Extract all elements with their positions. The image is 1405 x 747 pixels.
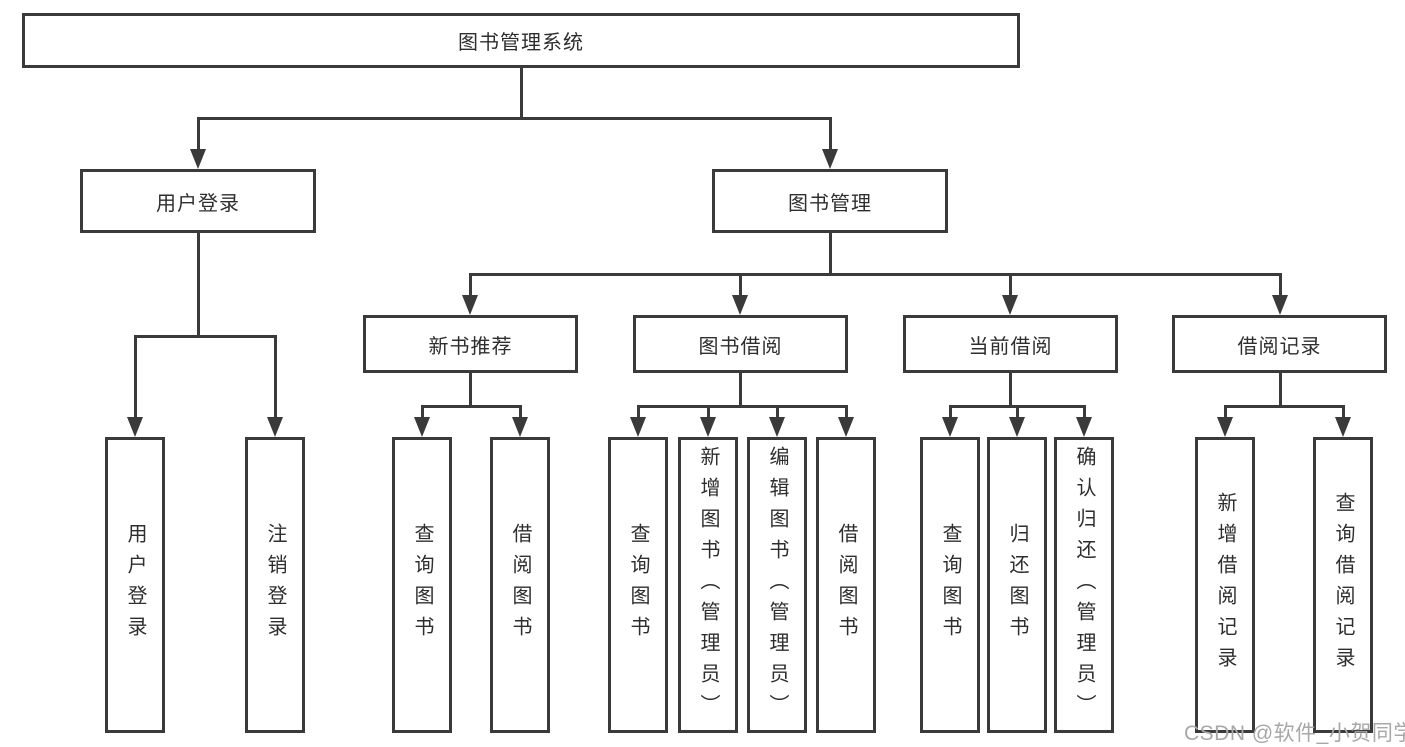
arrow-down-icon bbox=[267, 417, 283, 437]
node-label: 图书借阅 bbox=[698, 335, 783, 358]
connector-bar-borrowing-records-children bbox=[1223, 404, 1345, 408]
node-leaf-confirm-return-admin: 确认归还（管理员） bbox=[1054, 437, 1114, 733]
node-label: 查询图书 bbox=[411, 523, 433, 647]
node-leaf-borrow-books: 借阅图书 bbox=[816, 437, 876, 733]
node-label: 图书管理 bbox=[788, 192, 872, 215]
arrow-down-icon bbox=[1009, 417, 1025, 437]
connector-drop-book-management-children bbox=[468, 274, 472, 297]
connector-drop-book-borrowing-children bbox=[706, 406, 710, 419]
node-label: 新增借阅记录 bbox=[1214, 492, 1236, 678]
connector-bar-root-to-level2 bbox=[196, 116, 832, 120]
connector-drop-borrowing-records-children bbox=[1223, 406, 1227, 419]
connector-drop-book-borrowing-children bbox=[636, 406, 640, 419]
arrow-down-icon bbox=[462, 295, 478, 315]
connector-drop-root-to-level2 bbox=[196, 118, 200, 151]
connector-drop-borrowing-records-children bbox=[1341, 406, 1345, 419]
node-leaf-return-books: 归还图书 bbox=[987, 437, 1047, 733]
node-label: 借阅图书 bbox=[509, 523, 531, 647]
node-label: 借阅记录 bbox=[1237, 335, 1322, 358]
node-leaf-borrow-books-recommend: 借阅图书 bbox=[490, 437, 550, 733]
node-leaf-add-borrow-record: 新增借阅记录 bbox=[1195, 437, 1255, 733]
connector-drop-root-to-level2 bbox=[828, 118, 832, 151]
connector-stem-current-borrowing-children bbox=[1008, 373, 1012, 406]
node-label: 查询图书 bbox=[627, 523, 649, 647]
arrow-down-icon bbox=[1335, 417, 1351, 437]
connector-drop-book-management-children bbox=[1008, 274, 1012, 297]
connector-drop-user-login-children bbox=[273, 336, 277, 419]
connector-drop-current-borrowing-children bbox=[1015, 406, 1019, 419]
connector-drop-user-login-children bbox=[133, 336, 137, 419]
node-book-management: 图书管理 bbox=[712, 169, 948, 233]
node-label: 当前借阅 bbox=[968, 335, 1053, 358]
arrow-down-icon bbox=[414, 417, 430, 437]
node-leaf-query-books-recommend: 查询图书 bbox=[392, 437, 452, 733]
arrow-down-icon bbox=[630, 417, 646, 437]
connector-stem-new-book-recommend-children bbox=[468, 373, 472, 406]
arrow-down-icon bbox=[1272, 295, 1288, 315]
node-leaf-query-books-borrow: 查询图书 bbox=[608, 437, 668, 733]
node-label: 查询借阅记录 bbox=[1332, 492, 1354, 678]
arrow-down-icon bbox=[512, 417, 528, 437]
connector-stem-root-to-level2 bbox=[519, 68, 523, 118]
connector-stem-user-login-children bbox=[196, 233, 200, 336]
node-leaf-query-borrow-record: 查询借阅记录 bbox=[1313, 437, 1373, 733]
node-label: 用户登录 bbox=[124, 523, 146, 647]
node-leaf-add-books-admin: 新增图书（管理员） bbox=[678, 437, 738, 733]
connector-drop-new-book-recommend-children bbox=[518, 406, 522, 419]
csdn-watermark: CSDN @软件_小贺同学 bbox=[1184, 722, 1405, 745]
connector-stem-book-borrowing-children bbox=[738, 373, 742, 406]
node-label: 借阅图书 bbox=[835, 523, 857, 647]
node-new-book-recommend: 新书推荐 bbox=[363, 315, 578, 373]
connector-drop-book-management-children bbox=[738, 274, 742, 297]
connector-drop-current-borrowing-children bbox=[1082, 406, 1086, 419]
arrow-down-icon bbox=[127, 417, 143, 437]
arrow-down-icon bbox=[769, 417, 785, 437]
node-borrowing-records: 借阅记录 bbox=[1172, 315, 1387, 373]
arrow-down-icon bbox=[822, 149, 838, 169]
connector-bar-user-login-children bbox=[133, 334, 277, 338]
connector-drop-new-book-recommend-children bbox=[420, 406, 424, 419]
node-label: 注销登录 bbox=[264, 523, 286, 647]
node-label: 图书管理系统 bbox=[458, 32, 584, 54]
node-label: 新增图书（管理员） bbox=[697, 445, 719, 725]
connector-drop-current-borrowing-children bbox=[948, 406, 952, 419]
arrow-down-icon bbox=[1076, 417, 1092, 437]
node-label: 用户登录 bbox=[156, 192, 240, 215]
node-user-login: 用户登录 bbox=[80, 169, 316, 233]
arrow-down-icon bbox=[942, 417, 958, 437]
connector-stem-book-management-children bbox=[828, 233, 832, 274]
node-label: 编辑图书（管理员） bbox=[766, 445, 788, 725]
arrow-down-icon bbox=[732, 295, 748, 315]
arrow-down-icon bbox=[1002, 295, 1018, 315]
connector-drop-book-management-children bbox=[1278, 274, 1282, 297]
connector-bar-book-borrowing-children bbox=[636, 404, 848, 408]
node-label: 新书推荐 bbox=[428, 335, 513, 358]
node-leaf-query-books-current: 查询图书 bbox=[920, 437, 980, 733]
node-leaf-edit-books-admin: 编辑图书（管理员） bbox=[747, 437, 807, 733]
arrow-down-icon bbox=[190, 149, 206, 169]
connector-bar-new-book-recommend-children bbox=[420, 404, 522, 408]
arrow-down-icon bbox=[1217, 417, 1233, 437]
arrow-down-icon bbox=[700, 417, 716, 437]
node-leaf-user-login: 用户登录 bbox=[105, 437, 165, 733]
node-label: 归还图书 bbox=[1006, 523, 1028, 647]
node-book-borrowing: 图书借阅 bbox=[633, 315, 848, 373]
node-label: 查询图书 bbox=[939, 523, 961, 647]
connector-drop-book-borrowing-children bbox=[775, 406, 779, 419]
node-current-borrowing: 当前借阅 bbox=[903, 315, 1118, 373]
node-root-library-system: 图书管理系统 bbox=[22, 13, 1020, 68]
connector-stem-borrowing-records-children bbox=[1278, 373, 1282, 406]
node-leaf-logout: 注销登录 bbox=[245, 437, 305, 733]
arrow-down-icon bbox=[838, 417, 854, 437]
node-label: 确认归还（管理员） bbox=[1073, 445, 1095, 725]
connector-bar-book-management-children bbox=[468, 272, 1282, 276]
connector-drop-book-borrowing-children bbox=[844, 406, 848, 419]
